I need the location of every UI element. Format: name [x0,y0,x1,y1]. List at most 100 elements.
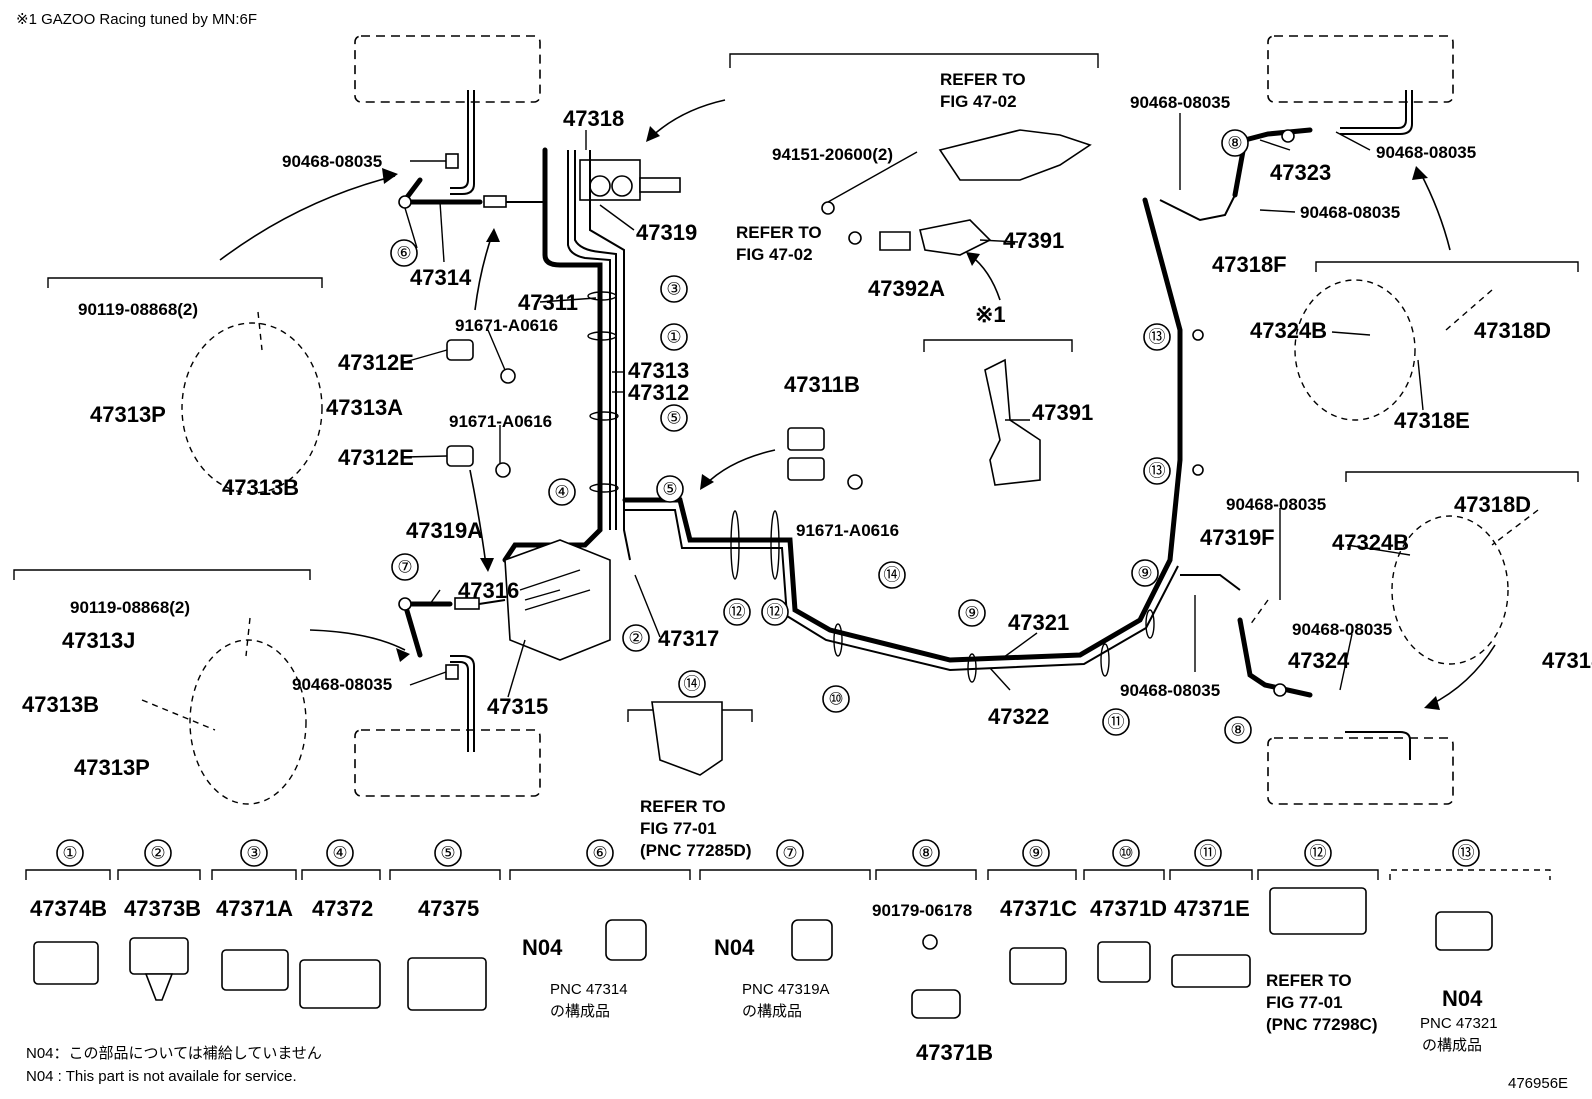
legend-note-6b: の構成品 [550,1003,610,1020]
arrow-head [700,474,714,490]
label-91671-2: 91671-A0616 [449,412,552,431]
main-line-4 [589,150,631,561]
clip-11 [1100,643,1110,677]
label-47324: 47324 [1288,648,1350,673]
legend-part-10: 47371D [1090,896,1167,921]
legend-clip-2-pin [144,973,174,1001]
label-47313P-1: 47313P [90,402,166,427]
legend-num-13: ⑬ [1452,839,1480,867]
label-90468-r3: 90468-08035 [1120,681,1220,700]
legend-clip-12 [1269,887,1367,935]
svg-text:②: ② [150,844,165,863]
header-note: ※1 GAZOO Racing tuned by MN:6F [16,11,257,28]
svg-text:⑨: ⑨ [1137,564,1152,583]
label-note-mark: ※1 [975,302,1006,327]
label-94151: 94151-20600(2) [772,145,893,164]
legend-num-2: ② [144,839,172,867]
legend-nut-8 [922,934,938,950]
bracket-47391 [923,339,1073,352]
bracket-master [729,53,1099,68]
svg-text:⑤: ⑤ [662,480,677,499]
detail-circle-rear-left [189,639,307,805]
legend-note-12c: (PNC 77298C) [1266,1015,1378,1034]
callout-12b: ⑫ [761,598,789,626]
dash-bolt-5 [1491,509,1539,546]
clip-9b [1145,609,1155,639]
legend-num-3: ③ [240,839,268,867]
arrow-rear-right [1429,644,1496,706]
label-47391-1: 47391 [1003,228,1064,253]
label-47318E-1: 47318E [1394,408,1470,433]
legend-part-13: N04 [1442,986,1483,1011]
label-47313B-2: 47313B [22,692,99,717]
legend-bracket-6 [509,869,691,880]
arrow-head [396,648,410,662]
clip-5a [589,411,619,421]
arrow-up-47314 [474,234,493,311]
legend-num-10: ⑩ [1112,839,1140,867]
legend-clip-1 [33,941,99,985]
callout-8b: ⑧ [1224,716,1252,744]
line-47319F [1180,574,1241,591]
label-47318D-1: 47318D [1474,318,1551,343]
legend-bracket-5 [389,869,501,880]
leader-lines [404,113,1424,698]
svg-text:⑨: ⑨ [964,604,979,623]
legend-clip-10 [1097,941,1151,983]
wheel-box-rear-left [354,729,541,797]
label-47317: 47317 [658,626,719,651]
rear-brake-line [622,197,1183,663]
bracket-47392A [879,231,911,251]
label-refer-c2: FIG 77-01 [640,819,717,838]
label-refer-c3: (PNC 77285D) [640,841,752,860]
svg-text:⑫: ⑫ [729,603,746,622]
label-90468-bl: 90468-08035 [292,675,392,694]
bracket-front-left [47,277,323,288]
dash-clip [1249,599,1269,626]
label-47319: 47319 [636,220,697,245]
legend-bracket-4 [301,869,381,880]
svg-text:⑦: ⑦ [782,844,797,863]
label-47311: 47311 [518,290,578,315]
svg-text:⑫: ⑫ [767,603,784,622]
callout-14: ⑭ [878,561,906,589]
master-cylinder [938,129,1092,181]
legend-bracket-12 [1257,869,1379,880]
callout-8a: ⑧ [1221,129,1249,157]
actuator-line [519,569,581,591]
svg-text:⑦: ⑦ [397,558,412,577]
label-47313: 47313 [628,358,689,383]
bracket-rear-right [1345,471,1579,482]
callout-11: ⑪ [1102,708,1130,736]
label-47324B-1: 47324B [1250,318,1327,343]
arrow-front-right [1419,171,1451,251]
legend-part-9: 47371C [1000,896,1077,921]
valve-port [611,175,633,197]
label-47318: 47318 [563,106,624,131]
label-90468-tr1: 90468-08035 [1130,93,1230,112]
legend-clip-6 [605,919,647,961]
legend-num-5: ⑤ [434,839,462,867]
svg-text:⑬: ⑬ [1149,462,1166,481]
label-47318D-2: 47318D [1454,492,1531,517]
label-47391-2: 47391 [1032,400,1093,425]
arrow-head [646,126,660,142]
arrow-to-master [649,99,726,139]
legend-bracket-8 [875,869,977,880]
clip-1 [587,331,617,341]
svg-text:④: ④ [332,844,347,863]
front-left-hose [450,90,469,189]
legend-clip-9 [1009,947,1067,985]
label-90119-2: 90119-08868(2) [70,598,190,617]
legend-bracket-13 [1389,869,1551,880]
svg-text:⑥: ⑥ [396,244,411,263]
legend-part-7: N04 [714,935,755,960]
svg-text:⑧: ⑧ [1227,134,1242,153]
actuator-line [524,589,591,611]
legend-num-8: ⑧ [912,839,940,867]
svg-text:①: ① [62,844,77,863]
callout-1: ① [660,323,688,351]
wheel-box-front-left [354,35,541,103]
label-90119-1: 90119-08868(2) [78,300,198,319]
